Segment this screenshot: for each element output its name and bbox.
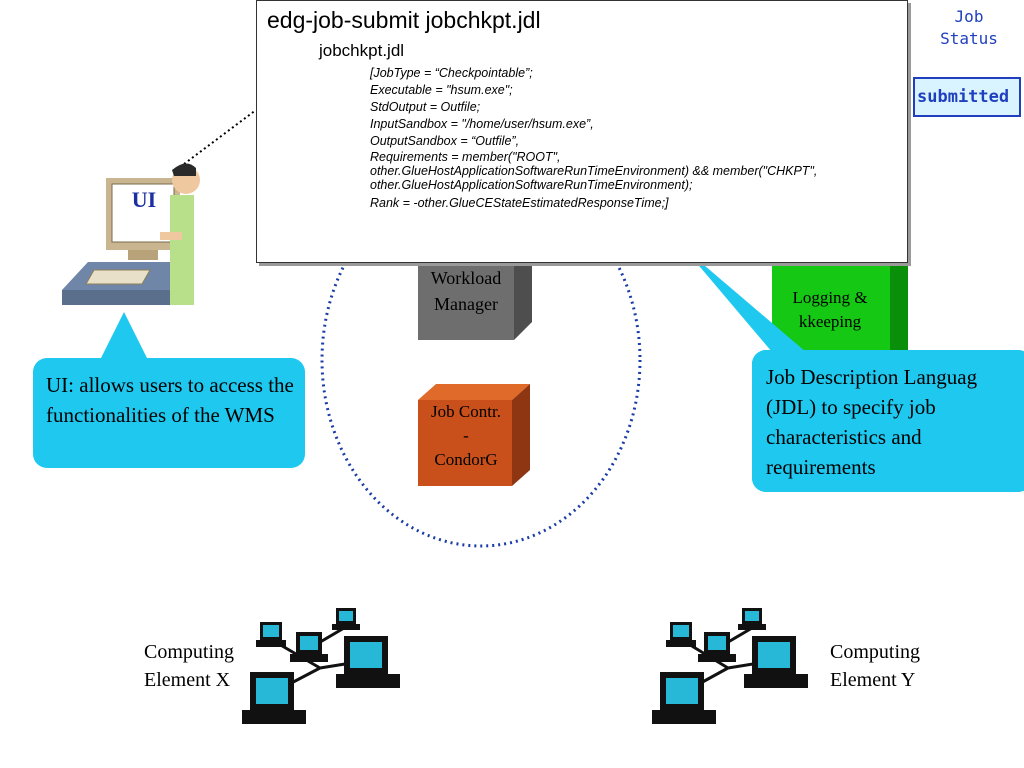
logging-label-line1: Logging &: [792, 288, 868, 307]
jdl-callout-line2: (JDL) to specify job: [766, 395, 936, 419]
job-status-title-text: Job Status: [940, 7, 998, 48]
jdl-line: Executable = "hsum.exe";: [370, 83, 513, 97]
workload-manager-label-line2: Manager: [434, 294, 498, 314]
workload-manager-label-line1: Workload: [430, 268, 502, 288]
jdl-callout-line4: requirements: [766, 455, 876, 479]
jdl-command: edg-job-submit jobchkpt.jdl: [267, 7, 541, 33]
computing-element-x-line2: Element X: [144, 669, 231, 691]
computing-element-y-line1: Computing: [830, 641, 921, 663]
job-controller-label-line2: -: [463, 426, 469, 445]
logging-label-line2: kkeeping: [798, 312, 862, 331]
ui-screen-label: UI: [131, 187, 157, 212]
jdl-code: [JobType = “Checkpointable”; Executable …: [370, 65, 817, 212]
jdl-callout-line1: Job Description Languag: [766, 365, 978, 389]
jdl-line: Rank = -other.GlueCEStateEstimatedRespon…: [370, 196, 669, 210]
computing-element-x-icon: [242, 608, 400, 724]
jdl-line: Requirements = member("ROOT",: [370, 150, 561, 164]
wms-ellipse: [320, 172, 642, 548]
ui-workstation-icon: [62, 163, 200, 305]
job-status-value: submitted: [913, 77, 1021, 117]
computing-element-x-label: Computing Element X: [144, 638, 234, 694]
jdl-line: InputSandbox = "/home/user/hsum.exe”,: [370, 117, 594, 131]
jdl-callout-line3: characteristics and: [766, 425, 922, 449]
jdl-line: StdOutput = Outfile;: [370, 100, 481, 114]
ui-callout-text: UI: allows users to access the functiona…: [46, 373, 294, 427]
jdl-callout-text: Job Description Languag (JDL) to specify…: [766, 362, 1024, 482]
job-controller-label-line3: CondorG: [434, 450, 498, 469]
computing-element-y-icon: [652, 608, 808, 724]
computing-element-y-label: Computing Element Y: [830, 638, 920, 694]
workload-manager-label: Workload Manager: [418, 265, 514, 317]
jdl-line: other.GlueHostApplicationSoftwareRunTime…: [370, 178, 693, 192]
jdl-filename: jobchkpt.jdl: [319, 41, 405, 60]
jdl-line: [JobType = “Checkpointable”;: [370, 66, 533, 80]
ui-callout-bubble: [33, 312, 305, 468]
job-status-title: Job Status: [940, 6, 998, 50]
logging-bookkeeping-label: Logging & kkeeping: [774, 286, 886, 334]
computing-element-x-line1: Computing: [144, 641, 235, 663]
jdl-box: edg-job-submit jobchkpt.jdl jobchkpt.jdl…: [256, 0, 908, 263]
computing-element-y-line2: Element Y: [830, 669, 916, 691]
jdl-line: other.GlueHostApplicationSoftwareRunTime…: [370, 164, 818, 178]
ui-connector-line: [175, 109, 257, 171]
jdl-line: OutputSandbox = “Outfile”,: [370, 134, 520, 148]
job-controller-box: [418, 384, 530, 486]
job-controller-label: Job Contr. - CondorG: [418, 400, 514, 472]
job-controller-label-line1: Job Contr.: [431, 402, 501, 421]
